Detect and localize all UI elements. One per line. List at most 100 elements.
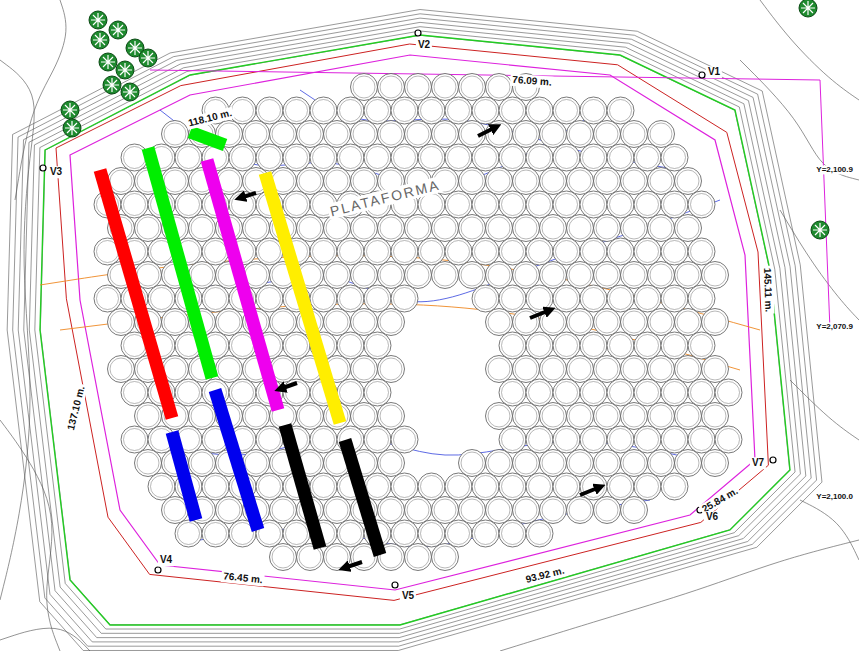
tree-symbol <box>116 61 134 79</box>
dimension-label: 137.10 m. <box>64 383 87 433</box>
planting-circle <box>702 356 729 383</box>
planting-circle <box>472 144 499 171</box>
contour-line <box>0 628 90 651</box>
planting-circle <box>391 238 418 265</box>
planting-circle <box>108 356 135 383</box>
planting-circle <box>661 332 688 359</box>
contour-line <box>24 22 806 637</box>
planting-circle <box>351 121 378 148</box>
planting-circle <box>580 191 607 218</box>
planting-circle <box>256 473 283 500</box>
planting-circle <box>175 191 202 218</box>
planting-circle <box>553 332 580 359</box>
planting-circle <box>405 262 432 289</box>
planting-circle <box>621 309 648 336</box>
planting-circle <box>459 450 486 477</box>
planting-circle <box>283 97 310 124</box>
tree-symbol <box>103 76 121 94</box>
planting-circle <box>661 379 688 406</box>
planting-circle <box>634 379 661 406</box>
planting-circle <box>351 168 378 195</box>
planting-circle <box>324 262 351 289</box>
planting-circle <box>486 450 513 477</box>
dimension-label: 76.45 m. <box>221 570 265 586</box>
planting-circle <box>418 520 445 547</box>
planting-circle <box>162 309 189 336</box>
planting-circle <box>351 309 378 336</box>
planting-circle <box>472 238 499 265</box>
grid-coordinate: Y=2,100.0 <box>814 492 855 501</box>
planting-row-bar <box>148 148 212 378</box>
planting-circle <box>310 144 337 171</box>
planting-circle <box>378 262 405 289</box>
planting-circle <box>324 168 351 195</box>
planting-circle <box>459 262 486 289</box>
planting-circle <box>135 215 162 242</box>
planting-circle <box>499 332 526 359</box>
drainage-arrow <box>530 310 550 318</box>
planting-circle <box>553 97 580 124</box>
vertex-marker <box>392 582 398 588</box>
planting-circle <box>472 97 499 124</box>
vertex-label: V4 <box>158 554 174 566</box>
planting-circle <box>594 121 621 148</box>
planting-circle <box>405 544 432 571</box>
planting-circle <box>702 309 729 336</box>
planting-circle <box>513 497 540 524</box>
planting-circle <box>135 450 162 477</box>
planting-circle <box>148 473 175 500</box>
planting-circle <box>351 74 378 101</box>
drainage-arrow <box>478 127 496 136</box>
planting-circle <box>567 262 594 289</box>
planting-circle <box>607 191 634 218</box>
planting-circle <box>391 473 418 500</box>
planting-circle <box>594 168 621 195</box>
contour-line <box>110 200 720 302</box>
planting-circle <box>648 168 675 195</box>
planting-circle <box>648 403 675 430</box>
planting-circle <box>499 473 526 500</box>
planting-circle <box>472 191 499 218</box>
planting-circle <box>189 450 216 477</box>
planting-circle <box>297 121 324 148</box>
planting-circle <box>459 74 486 101</box>
planting-circle <box>175 520 202 547</box>
planting-circle <box>418 144 445 171</box>
tree-symbol <box>109 21 127 39</box>
planting-circle <box>243 215 270 242</box>
planting-circle <box>540 497 567 524</box>
planting-circle <box>445 520 472 547</box>
vertex-label: V3 <box>48 166 64 178</box>
planting-circle <box>364 285 391 312</box>
planting-circle <box>175 379 202 406</box>
planting-circle <box>351 215 378 242</box>
boundary-line <box>150 70 830 330</box>
planting-circle <box>688 426 715 453</box>
planting-circle <box>702 450 729 477</box>
planting-circle <box>121 191 148 218</box>
planting-circle <box>594 450 621 477</box>
planting-circle <box>256 97 283 124</box>
planting-circle <box>364 426 391 453</box>
planting-circle <box>378 403 405 430</box>
planting-circle <box>553 144 580 171</box>
planting-circle <box>567 450 594 477</box>
planting-circle <box>580 473 607 500</box>
planting-circle <box>418 473 445 500</box>
planting-circle <box>256 285 283 312</box>
planting-circle <box>526 144 553 171</box>
planting-circle <box>351 403 378 430</box>
planting-circle <box>567 309 594 336</box>
planting-circle <box>432 121 459 148</box>
planting-circle <box>621 356 648 383</box>
planting-circle <box>445 473 472 500</box>
planting-circle <box>405 497 432 524</box>
planting-circle <box>418 238 445 265</box>
planting-circle <box>216 309 243 336</box>
planting-circle <box>432 215 459 242</box>
planting-circle <box>324 309 351 336</box>
planting-circle <box>243 121 270 148</box>
planting-circle <box>648 450 675 477</box>
planting-circle <box>580 238 607 265</box>
planting-circle <box>256 144 283 171</box>
